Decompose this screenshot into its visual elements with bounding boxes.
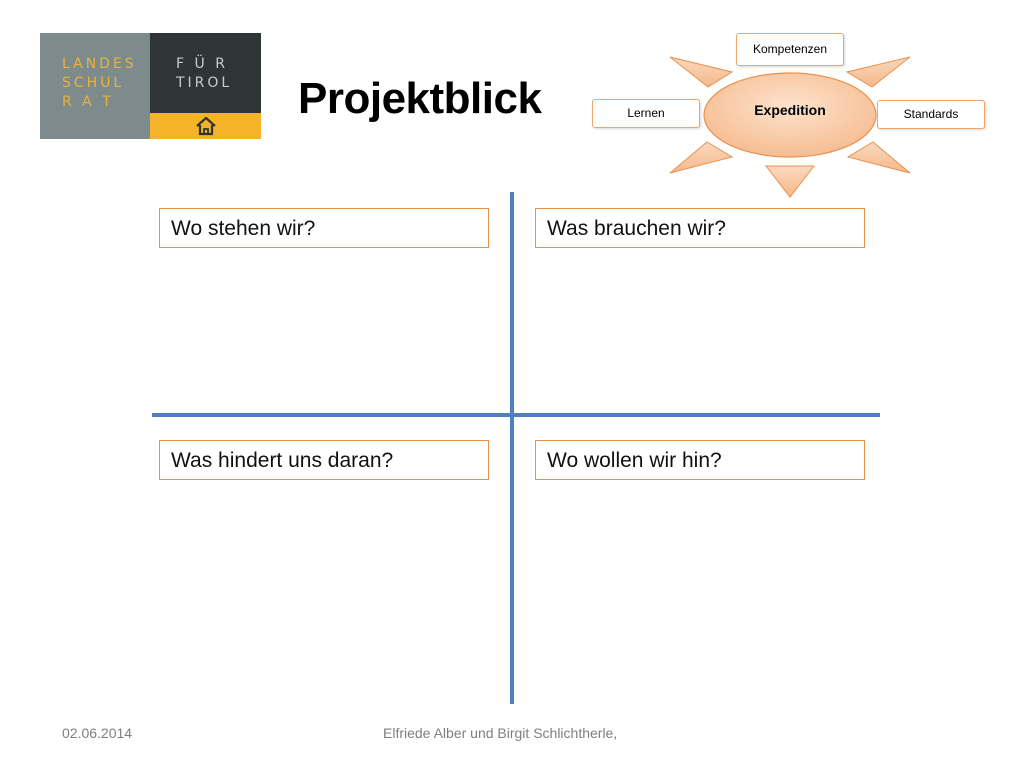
- logo-left-panel: [40, 33, 150, 139]
- sun-ray-lower-right: [846, 141, 911, 174]
- sun-center-ellipse: [703, 72, 877, 158]
- footer-date: 02.06.2014: [62, 725, 133, 741]
- sun-center-label: Expedition: [754, 102, 826, 118]
- sun-rays: [669, 56, 911, 198]
- sun-ray-bottom: [764, 165, 816, 198]
- quadrant-top-left-box: Wo stehen wir?: [159, 208, 489, 248]
- logo-right-panel: [150, 33, 261, 113]
- house-icon: [196, 116, 216, 136]
- sun-label-right: Standards: [877, 100, 985, 129]
- sun-ray-upper-right: [845, 56, 911, 88]
- page-title: Projektblick: [298, 74, 542, 123]
- quadrant-bottom-left-box: Was hindert uns daran?: [159, 440, 489, 480]
- sun-label-left: Lernen: [592, 99, 700, 128]
- logo-right-text: F Ü R TIROL: [176, 56, 233, 91]
- quadrant-top-right-box: Was brauchen wir?: [535, 208, 865, 248]
- sun-ray-upper-left: [669, 56, 734, 88]
- landesschulrat-logo: LANDES SCHUL R A T F Ü R TIROL: [40, 33, 261, 139]
- sun-ray-lower-left: [669, 141, 734, 174]
- sun-label-top: Kompetenzen: [736, 33, 844, 66]
- vertical-divider: [510, 192, 514, 704]
- logo-left-text: LANDES SCHUL R A T: [62, 56, 137, 110]
- quadrant-bottom-right-box: Wo wollen wir hin?: [535, 440, 865, 480]
- footer-authors: Elfriede Alber und Birgit Schlichtherle,: [383, 725, 618, 741]
- expedition-sun-diagram: Expedition Kompetenzen Lernen Standards: [590, 30, 990, 205]
- horizontal-divider: [152, 413, 880, 417]
